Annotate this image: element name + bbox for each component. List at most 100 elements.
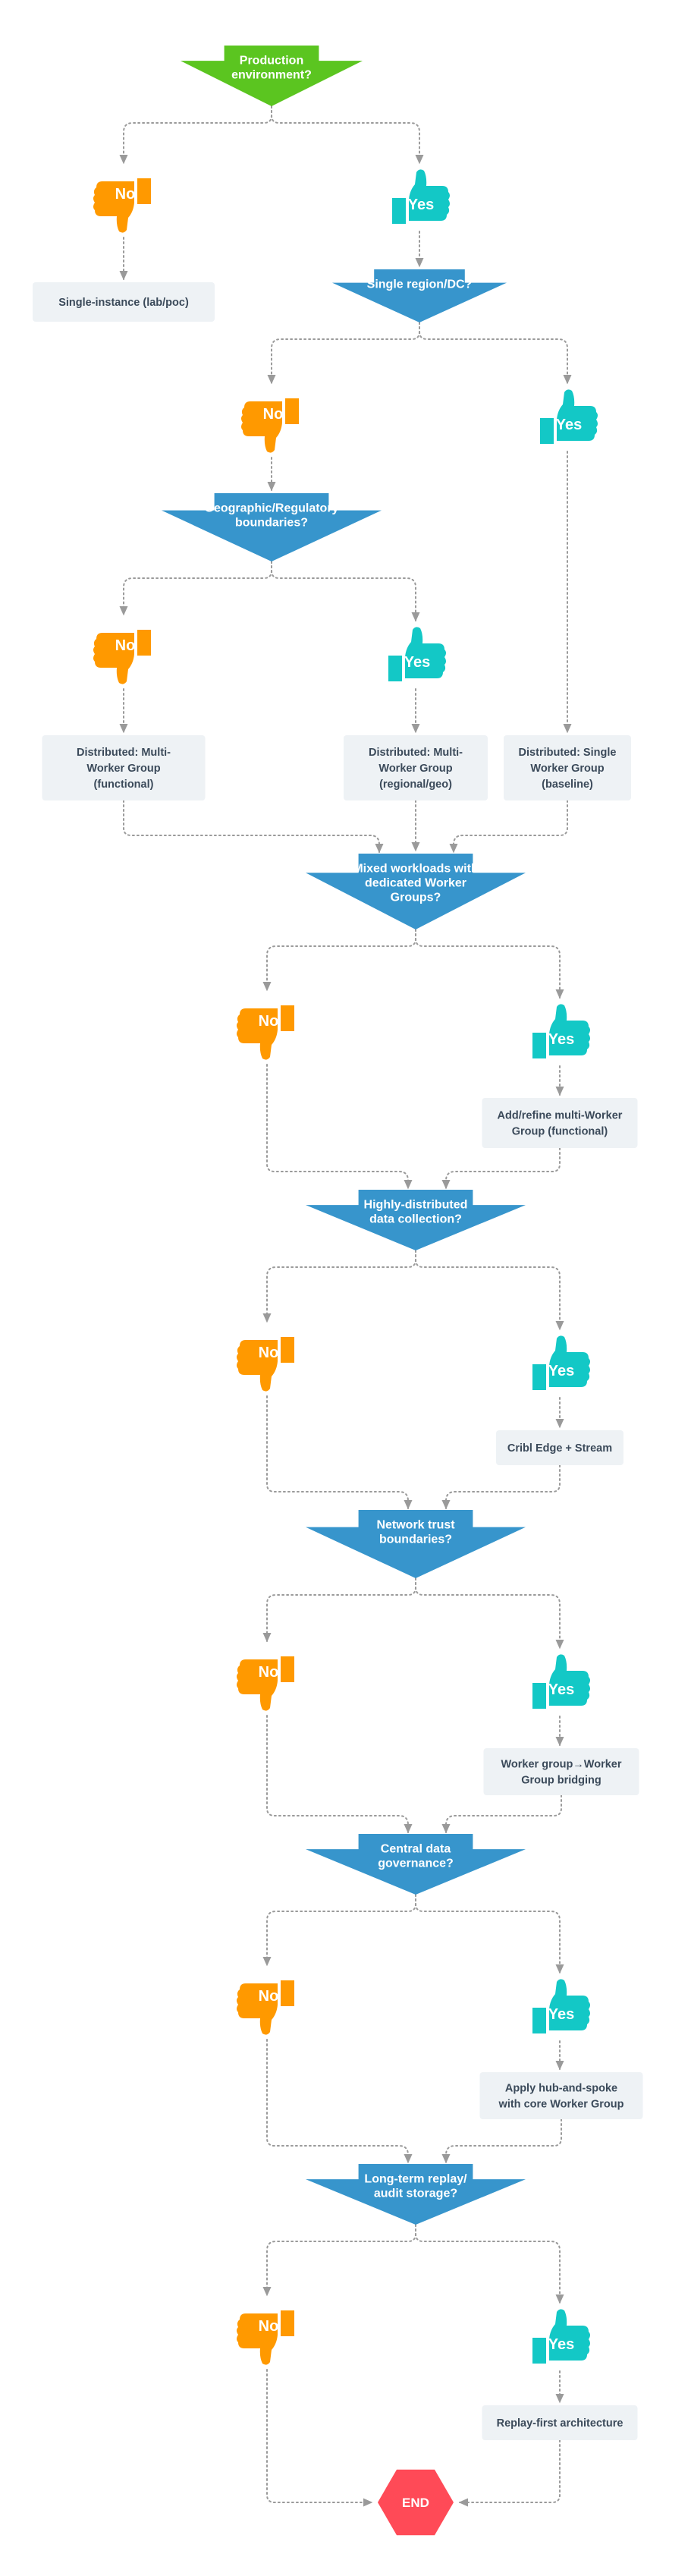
outcome-box-bg bbox=[33, 282, 215, 322]
decision-shape bbox=[306, 854, 526, 929]
decision-label: Geographic/Regulatory bbox=[205, 502, 339, 515]
outcome-label: Worker Group bbox=[86, 763, 160, 775]
outcome-label: Distributed: Multi- bbox=[369, 747, 463, 759]
connector-yes-5 bbox=[415, 1577, 564, 1650]
decision-label: environment? bbox=[231, 69, 312, 82]
decision-label: dedicated Worker bbox=[365, 877, 466, 890]
outcome-label: Distributed: Single bbox=[519, 747, 617, 759]
connector-box-merge-6 bbox=[441, 2118, 562, 2164]
decision-shape bbox=[181, 46, 363, 106]
decision-label: Central data bbox=[381, 1843, 451, 1856]
outcome-box: Single-instance (lab/poc) bbox=[33, 282, 215, 322]
outcome-label: Worker Group bbox=[530, 763, 604, 775]
no-label: No bbox=[259, 1664, 279, 1681]
outcome-label: Replay-first architecture bbox=[497, 2417, 623, 2430]
outcome-box-bg bbox=[483, 1748, 639, 1795]
yes-label: Yes bbox=[548, 1031, 574, 1048]
connector-yes-6 bbox=[415, 1894, 564, 1974]
no-label: No bbox=[115, 186, 136, 203]
outcome-box: Replay-first architecture bbox=[482, 2405, 638, 2440]
outcome-box-bg bbox=[344, 735, 488, 800]
connector-b3-d3 bbox=[449, 800, 568, 854]
decision-shape bbox=[306, 1510, 526, 1578]
connector-box-merge-4 bbox=[441, 1464, 561, 1510]
outcome-label: Cribl Edge + Stream bbox=[507, 1442, 612, 1455]
outcome-box-bg bbox=[482, 2405, 638, 2440]
decision-shape bbox=[306, 1190, 526, 1250]
no-label: No bbox=[259, 1988, 279, 2005]
connector-no-0 bbox=[119, 105, 272, 165]
connector-box-end bbox=[458, 2439, 561, 2507]
outcome-box-bg bbox=[482, 1098, 638, 1148]
decision-label: boundaries? bbox=[235, 517, 308, 530]
yes-label: Yes bbox=[408, 197, 434, 213]
decision-label: Production bbox=[240, 55, 303, 68]
connector-yes-4 bbox=[415, 1250, 564, 1331]
yes-label: Yes bbox=[548, 2006, 574, 2023]
connector-no-merge-5 bbox=[266, 1715, 413, 1834]
yes-label: Yes bbox=[548, 1681, 574, 1698]
outcome-box: Distributed: Multi- Worker Group (function… bbox=[42, 735, 206, 800]
outcome-label: Group (functional) bbox=[512, 1126, 608, 1138]
connector-no-2 bbox=[119, 561, 272, 616]
connector-no-merge-6 bbox=[266, 2039, 413, 2164]
decision-shape bbox=[162, 493, 382, 561]
connector-no-1 bbox=[267, 322, 420, 385]
hexagon-icon bbox=[378, 2469, 454, 2536]
decision-node: Long-term replay/audit storage? bbox=[306, 2164, 526, 2225]
decision-label: Single region/DC? bbox=[367, 278, 473, 291]
decision-label: data collection? bbox=[369, 1213, 462, 1226]
connector-no-merge-4 bbox=[266, 1395, 413, 1510]
decision-shape bbox=[306, 2164, 526, 2225]
yes-label: Yes bbox=[404, 654, 430, 671]
connector-yes-1 bbox=[419, 322, 572, 385]
connector-no-4 bbox=[262, 1250, 416, 1323]
outcome-label: (baseline) bbox=[542, 778, 593, 791]
outcome-label: (functional) bbox=[94, 778, 154, 791]
outcome-label: (regional/geo) bbox=[379, 778, 452, 791]
outcome-label: Apply hub-and-spoke bbox=[505, 2083, 617, 2095]
outcome-label: Worker Group bbox=[378, 763, 452, 775]
decision-label: boundaries? bbox=[379, 1533, 452, 1546]
connector-no-5 bbox=[262, 1577, 416, 1643]
connector-no-3 bbox=[262, 929, 416, 992]
decision-shape bbox=[332, 269, 507, 322]
connectors bbox=[119, 105, 572, 2507]
decision-node: Geographic/Regulatory boundaries? bbox=[162, 493, 382, 561]
end-label: END bbox=[402, 2496, 429, 2510]
no-label: No bbox=[259, 1013, 279, 1030]
outcome-box: Cribl Edge + Stream bbox=[496, 1430, 623, 1465]
yes-label: Yes bbox=[556, 417, 582, 433]
connector-no-merge-3 bbox=[266, 1064, 413, 1190]
outcome-label: Group bridging bbox=[521, 1775, 601, 1787]
decision-label: Highly-distributed bbox=[364, 1199, 468, 1212]
yes-label: Yes bbox=[548, 1363, 574, 1379]
yes-label: Yes bbox=[548, 2336, 574, 2353]
decision-label: Network trust bbox=[376, 1519, 455, 1532]
outcome-box-bg bbox=[504, 735, 631, 800]
no-label: No bbox=[263, 406, 284, 423]
connector-yes-0 bbox=[271, 105, 424, 165]
connector-no-6 bbox=[262, 1894, 416, 1967]
connector-yes-2 bbox=[271, 561, 420, 622]
connector-yes-7 bbox=[415, 2224, 564, 2304]
connector-yes-3 bbox=[415, 929, 564, 999]
decision-label: governance? bbox=[378, 1857, 454, 1870]
decision-label: Mixed workloads with bbox=[353, 863, 478, 876]
connector-b1-d3 bbox=[123, 800, 384, 854]
decision-label: audit storage? bbox=[374, 2188, 457, 2200]
outcome-box: Distributed: Multi- Worker Group (regional… bbox=[344, 735, 488, 800]
decision-label: Long-term replay/ bbox=[364, 2173, 467, 2186]
outcome-label: Distributed: Multi- bbox=[77, 747, 171, 759]
no-label: No bbox=[115, 637, 136, 654]
end-node: END bbox=[378, 2469, 454, 2536]
outcome-box-bg bbox=[496, 1430, 623, 1465]
outcome-label: Single-instance (lab/poc) bbox=[58, 297, 189, 309]
